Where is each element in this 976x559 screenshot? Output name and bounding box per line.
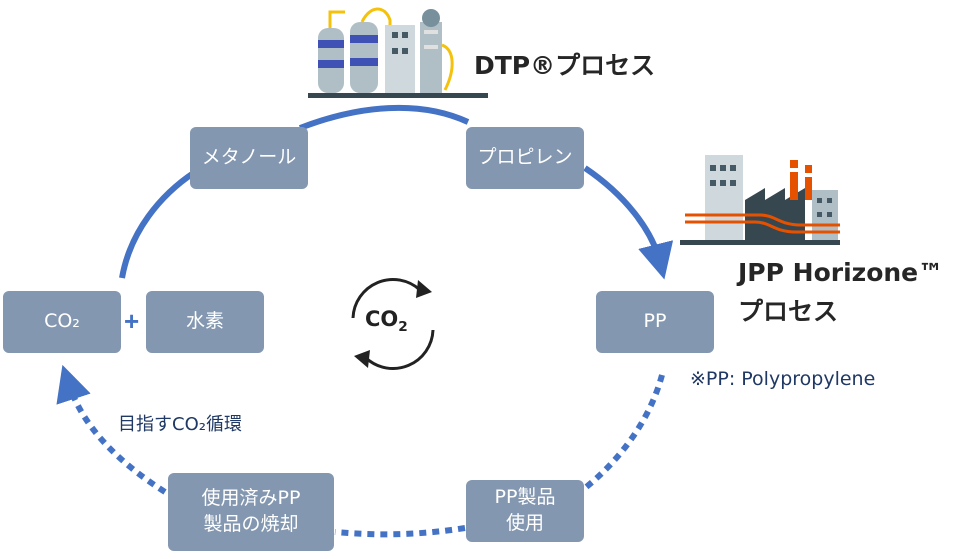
arrow-co2-to-methanol xyxy=(119,169,197,279)
arrow-propylene-to-pp xyxy=(583,165,674,280)
plus-sign: + xyxy=(124,306,140,336)
node-pp: PP xyxy=(596,291,714,353)
arrow-pp-to-products xyxy=(583,374,665,491)
jpp-process-label-line2: プロセス xyxy=(738,297,839,326)
node-co2: CO₂ xyxy=(3,291,121,353)
arrow-products-to-incineration xyxy=(334,525,466,538)
factory-icon xyxy=(680,155,840,245)
node-incineration: 使用済みPP 製品の焼却 xyxy=(168,473,334,551)
cycle-goal-label: 目指すCO₂循環 xyxy=(118,414,242,435)
node-propylene: プロピレン xyxy=(466,127,584,189)
jpp-process-label-line1: JPP Horizone™ xyxy=(738,258,944,287)
node-hydrogen: 水素 xyxy=(146,291,264,353)
arrow-incineration-to-co2 xyxy=(56,364,167,495)
node-methanol: メタノール xyxy=(190,127,308,189)
node-pp-products-use: PP製品 使用 xyxy=(466,480,584,542)
dtp-process-label: DTP®プロセス xyxy=(474,51,656,80)
co2-center-label: CO2 xyxy=(365,307,408,336)
pp-footnote: ※PP: Polypropylene xyxy=(690,368,876,390)
arrow-methanol-to-propylene xyxy=(298,104,470,131)
chemical-plant-icon xyxy=(308,7,488,98)
co2-recycle-icon xyxy=(351,277,435,371)
